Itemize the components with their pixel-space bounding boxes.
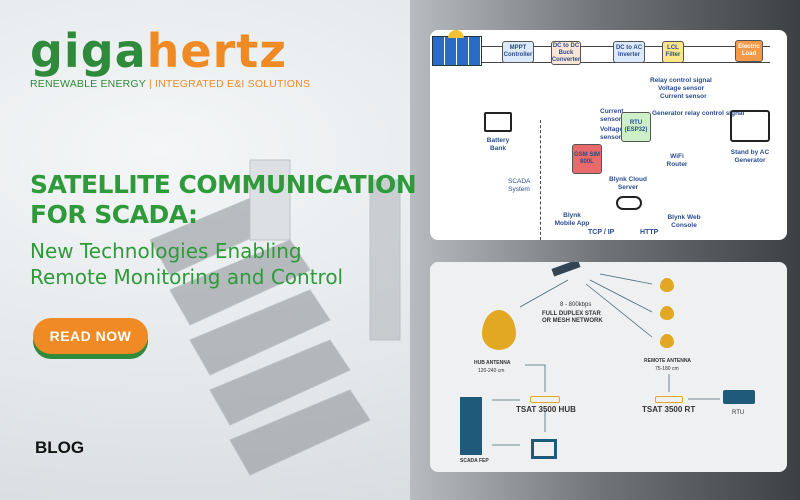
scada-fep-label: SCADA FEP (460, 458, 489, 464)
logo: gigahertz RENEWABLE ENERGY | INTEGRATED … (30, 28, 310, 90)
generator-relay-label: Generator relay control signal (652, 110, 745, 117)
scada-system-diagram: MPPT Controller DC to DC Buck Converter … (430, 30, 787, 240)
current-label: Current sensor (600, 108, 624, 123)
headline-line2: FOR SCADA: (30, 200, 198, 229)
generator-label: Stand by AC Generator (730, 149, 770, 164)
logo-hertz: hertz (146, 24, 288, 78)
subheadline-line1: New Technologies Enabling (30, 239, 302, 263)
tagline-separator: | (148, 78, 152, 90)
read-now-button[interactable]: READ NOW (33, 318, 148, 354)
remote-antenna-label: REMOTE ANTENNA (644, 358, 692, 364)
satellite-network-diagram: 8 - 800kbps FULL DUPLEX STAR OR MESH NET… (430, 262, 787, 472)
web-console-label: Blynk Web Console (667, 214, 701, 229)
hub-antenna-icon (482, 310, 516, 350)
remote-antenna-icon (660, 278, 674, 292)
remote-antenna-icon (660, 334, 674, 348)
category-label: BLOG (35, 438, 85, 457)
headline-line1: SATELLITE COMMUNICATION (30, 170, 417, 199)
solar-panel-icon (432, 36, 482, 66)
hub-antenna-label: HUB ANTENNA (474, 360, 511, 366)
network-label-1: FULL DUPLEX STAR (542, 311, 601, 317)
mppt-controller-box: MPPT Controller (502, 41, 534, 63)
logo-giga: giga (30, 24, 147, 78)
rtu-box: RTU (ESP32) (621, 112, 651, 142)
space-station-image (150, 159, 401, 476)
lcl-filter-box: LCL Filter (662, 41, 684, 63)
rt-modem-icon (655, 396, 683, 403)
scada-server-icon (460, 397, 482, 455)
generator-icon (730, 110, 770, 142)
rtu-label: RTU (732, 410, 745, 416)
data-rate-label: 8 - 800kbps (560, 302, 592, 308)
tagline-right: INTEGRATED E&I SOLUTIONS (155, 78, 311, 90)
remote-antenna-icon (660, 306, 674, 320)
cloud-label: Blynk Cloud Server (609, 176, 647, 191)
voltage-label: Voltage sensor (600, 126, 623, 141)
wifi-label: WiFi Router (666, 153, 688, 168)
rtu-device-icon (723, 390, 755, 404)
network-label-2: OR MESH NETWORK (542, 318, 603, 324)
mobile-app-label: Blynk Mobile App (554, 212, 590, 227)
scada-label: SCADA System (508, 178, 531, 193)
hub-antenna-size: 120-240 cm (478, 368, 505, 374)
buck-converter-box: DC to DC Buck Converter (551, 41, 581, 65)
electric-load-box: Electric Load (735, 40, 763, 62)
inverter-box: DC to AC Inverter (613, 41, 645, 63)
battery-icon (484, 112, 512, 132)
current-sensor-label: Current sensor (660, 93, 707, 100)
hub-label: TSAT 3500 HUB (516, 405, 576, 414)
voltage-sensor-label: Voltage sensor (658, 85, 705, 92)
tcp-label: TCP / IP (588, 229, 615, 236)
link-arrows (492, 273, 720, 446)
remote-antenna-size: 75-180 cm (655, 366, 679, 372)
computer-icon (531, 439, 557, 459)
subheadline-line2: Remote Monitoring and Control (30, 265, 344, 289)
battery-label: Battery Bank (486, 137, 510, 152)
relay-signal-label: Relay control signal (650, 77, 712, 84)
rt-label: TSAT 3500 RT (642, 405, 696, 414)
cloud-icon (616, 196, 642, 210)
hub-modem-icon (530, 396, 560, 403)
tagline-left: RENEWABLE ENERGY (30, 78, 146, 90)
gsm-box: GSM SIM 800L (572, 144, 602, 174)
http-label: HTTP (640, 229, 659, 236)
sun-icon (448, 30, 464, 38)
